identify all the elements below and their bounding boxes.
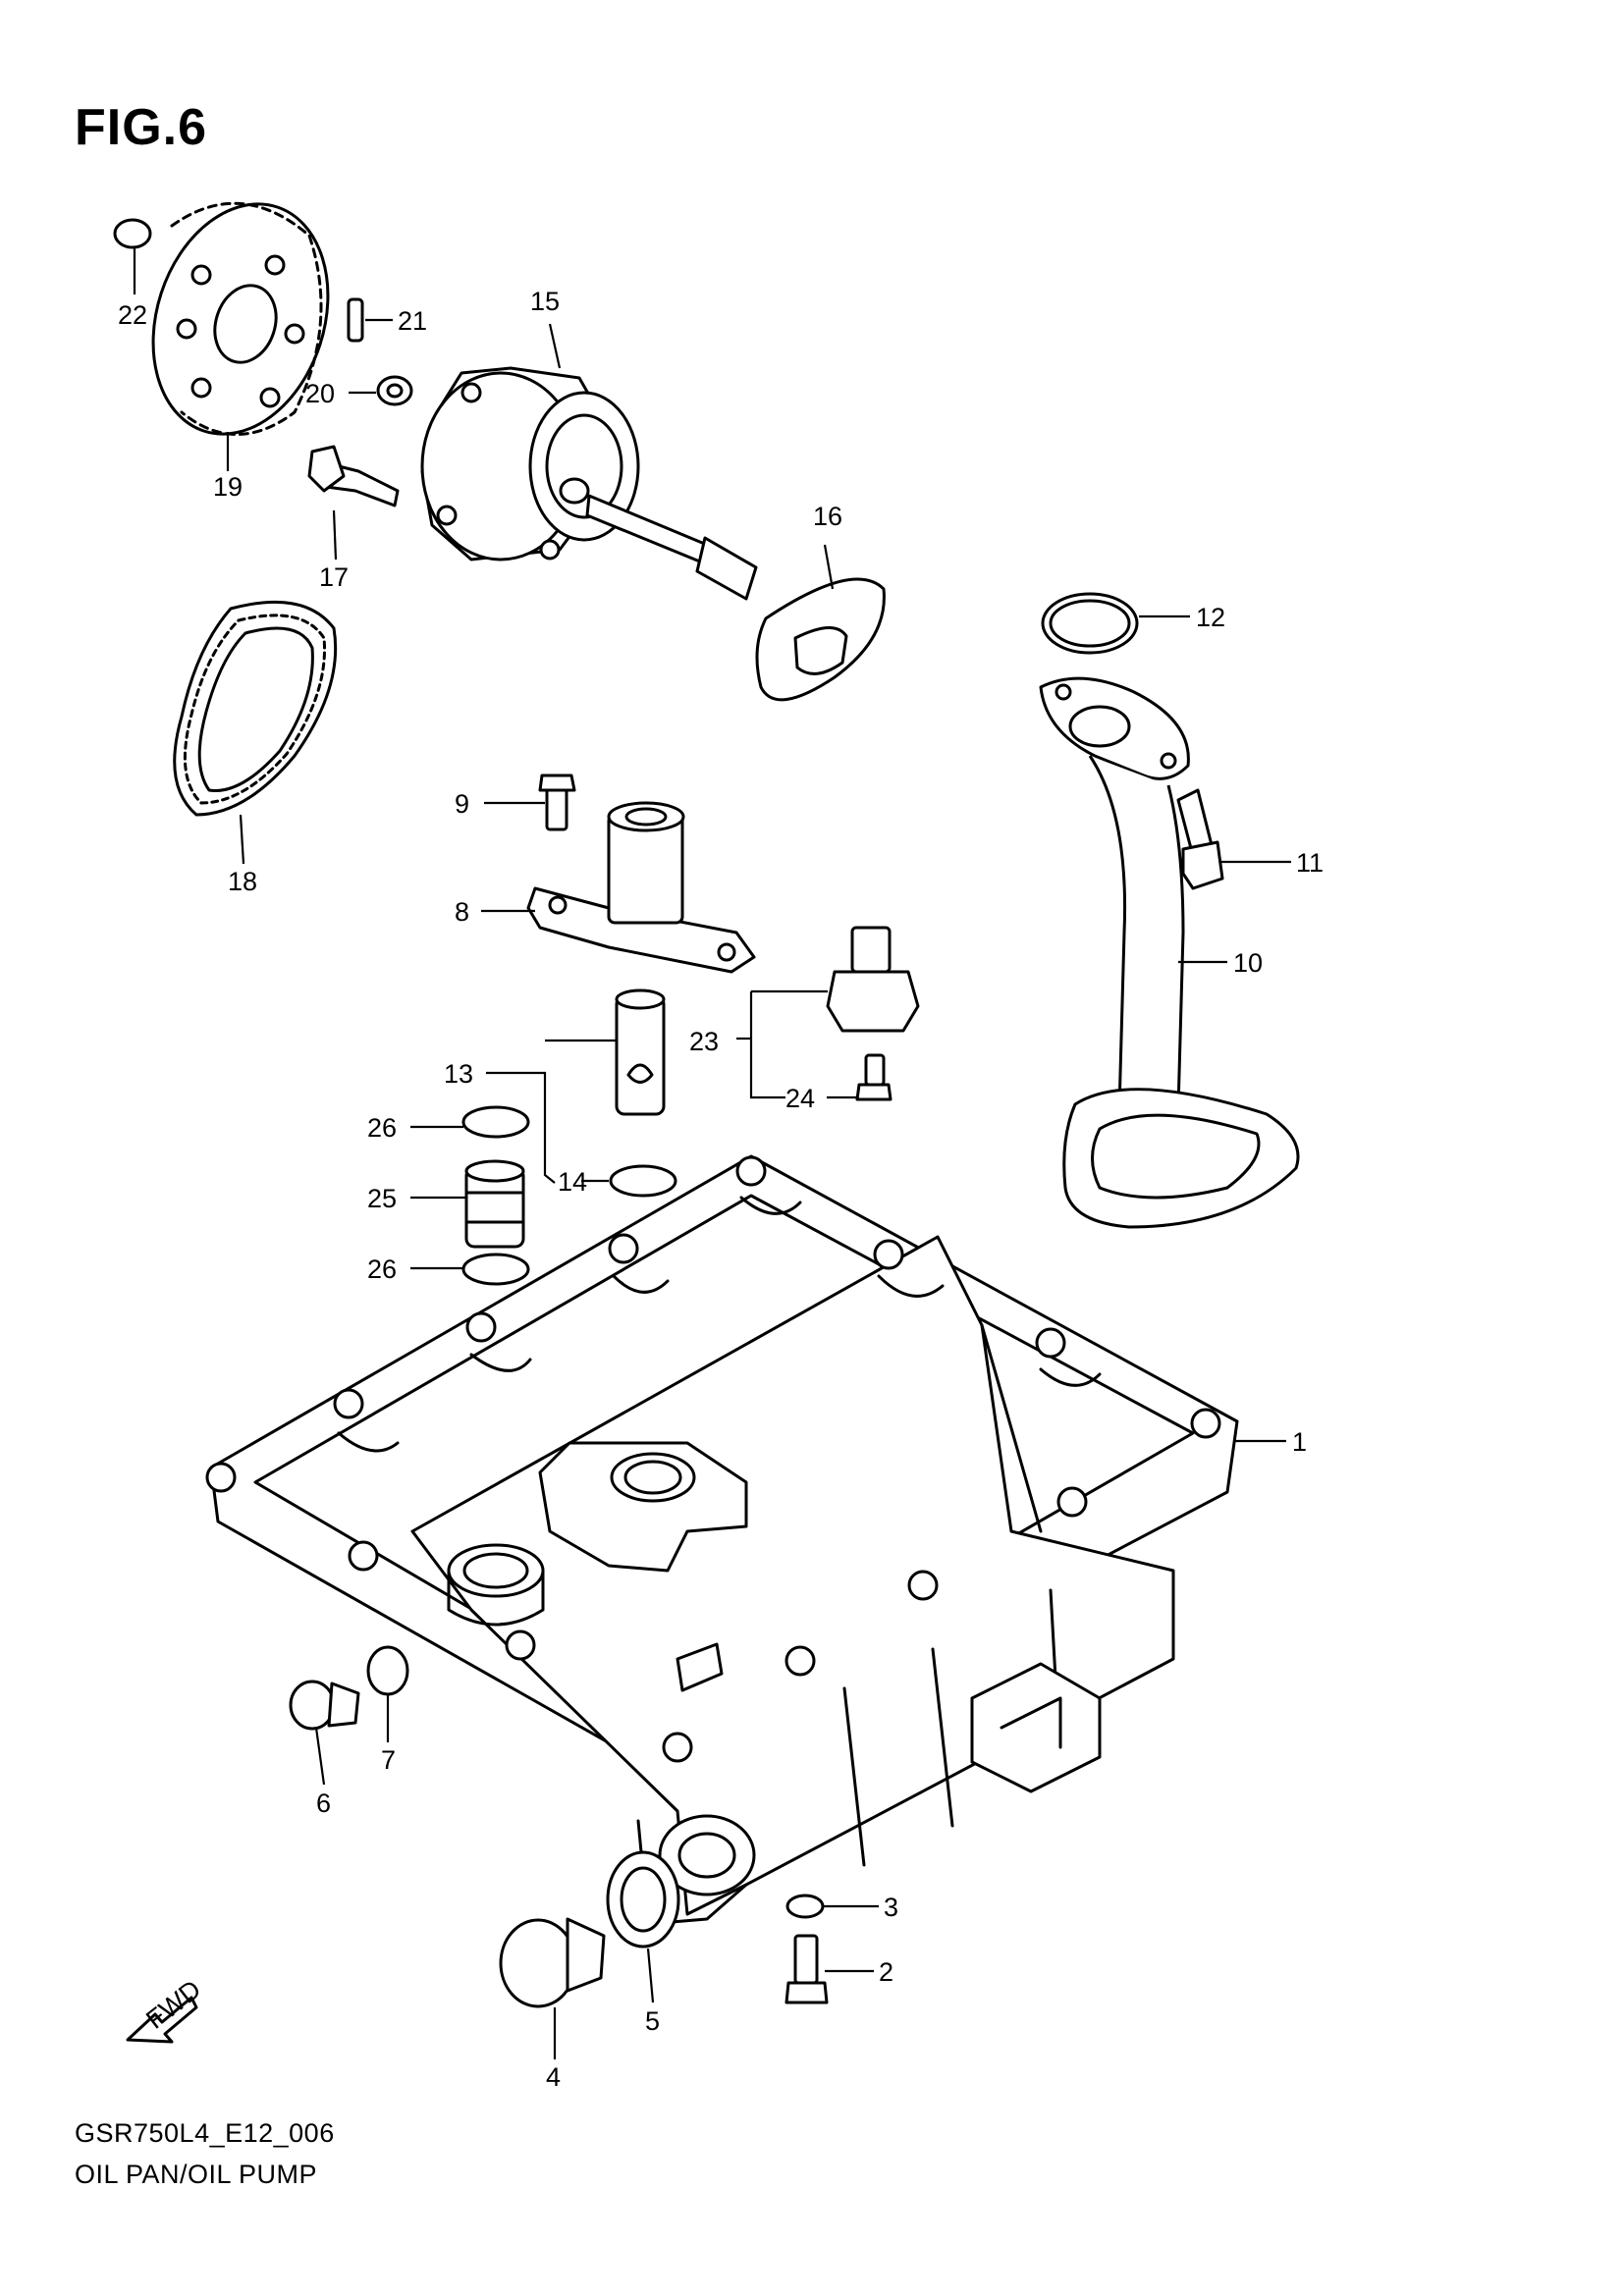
callout-25: 25 <box>367 1184 397 1213</box>
pump-gasket <box>755 577 886 702</box>
leader-lines <box>133 247 1291 2059</box>
drain-plug-small <box>289 1680 360 1731</box>
drain-plug <box>499 1917 606 2008</box>
pump-drive-gear <box>151 201 330 436</box>
callout-7: 7 <box>381 1745 396 1775</box>
callout-1: 1 <box>1292 1427 1307 1457</box>
callout-labels: 1 2 3 4 5 6 7 8 9 10 11 12 13 14 15 16 1… <box>118 287 1324 2092</box>
oil-pressure-switch <box>826 926 920 1033</box>
strainer-o-ring <box>1041 592 1139 655</box>
callout-9: 9 <box>455 789 469 819</box>
washer <box>376 375 413 406</box>
callout-8: 8 <box>455 897 469 927</box>
callout-14: 14 <box>558 1167 587 1197</box>
figure-title: FIG.6 <box>75 99 208 156</box>
callout-22: 22 <box>118 300 147 330</box>
callout-10: 10 <box>1233 948 1263 978</box>
callout-18: 18 <box>228 867 257 896</box>
callout-13: 13 <box>444 1059 473 1089</box>
drive-chain <box>173 600 338 817</box>
callout-11: 11 <box>1296 848 1324 878</box>
callout-23: 23 <box>689 1027 719 1056</box>
callout-21: 21 <box>398 306 427 336</box>
drawing-code: GSR750L4_E12_006 <box>75 2118 335 2148</box>
housing-bolt <box>538 774 576 831</box>
callout-16: 16 <box>813 502 842 531</box>
pump-bolt <box>307 445 400 507</box>
callout-26-upper: 26 <box>367 1113 397 1143</box>
relief-valve-housing <box>526 801 756 974</box>
strainer-bolt <box>1176 788 1224 890</box>
callout-3: 3 <box>884 1893 898 1922</box>
o-ring-upper <box>461 1105 530 1139</box>
bolt-washer <box>785 1894 825 1919</box>
oil-pipe <box>615 988 666 1116</box>
callout-19: 19 <box>213 472 243 502</box>
callout-4: 4 <box>546 2062 561 2092</box>
forward-direction-icon: FWD <box>126 1974 206 2044</box>
callout-24: 24 <box>785 1084 815 1113</box>
oil-seal-sleeve <box>464 1159 525 1249</box>
callout-26-lower: 26 <box>367 1255 397 1284</box>
callout-15: 15 <box>530 287 560 316</box>
gasket-small <box>366 1645 409 1696</box>
pan-bolt <box>784 1934 829 2004</box>
callout-20: 20 <box>305 379 335 408</box>
callout-2: 2 <box>879 1957 893 1987</box>
oil-pump <box>420 366 758 601</box>
o-ring-lower <box>461 1253 530 1286</box>
callout-17: 17 <box>319 562 349 592</box>
callout-6: 6 <box>316 1789 331 1818</box>
callout-5: 5 <box>645 2006 660 2036</box>
circlip <box>113 218 152 249</box>
dowel-pin <box>347 297 364 343</box>
callout-12: 12 <box>1196 603 1225 632</box>
drain-plug-gasket <box>606 1850 680 1949</box>
pipe-o-ring <box>609 1164 677 1198</box>
figure-caption: OIL PAN/OIL PUMP <box>75 2160 318 2189</box>
oil-strainer <box>1039 676 1300 1229</box>
switch-bolt <box>855 1053 893 1101</box>
oil-pan <box>205 1154 1239 1926</box>
